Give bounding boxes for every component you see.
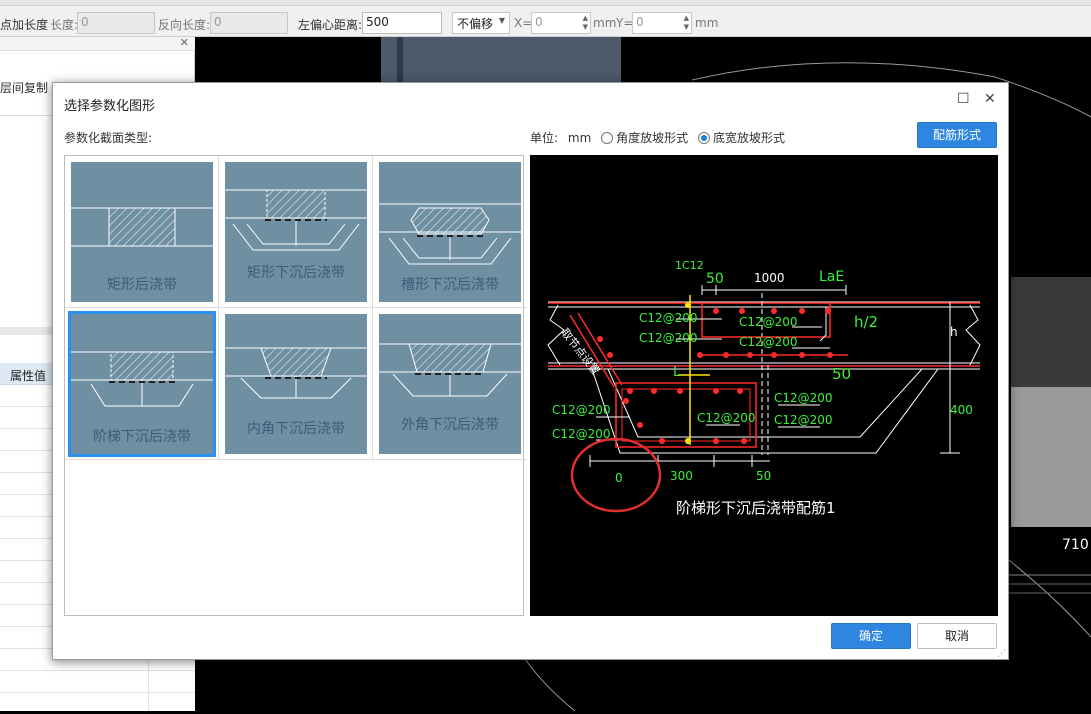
- bar-top-label: 1C12: [675, 259, 704, 272]
- shape-cell-outer-corner-sunken[interactable]: 外角下沉后浇带: [373, 308, 527, 460]
- lae-label: LaE: [819, 269, 845, 285]
- trough-sunken-band-icon: [379, 203, 521, 265]
- radio-bottom-width-slope[interactable]: [697, 132, 710, 144]
- shape-label: 外角下沉后浇带: [401, 417, 499, 433]
- dialog-title: 选择参数化图形: [64, 99, 156, 114]
- x-value: 0: [535, 15, 543, 29]
- preview-caption: 阶梯形下沉后浇带配筋1: [676, 499, 836, 517]
- length-label: 长度:: [50, 18, 79, 32]
- dropdown-arrow-icon: ▼: [498, 16, 505, 25]
- offset-input[interactable]: 500: [362, 12, 442, 34]
- l-mark-label: L: [673, 365, 681, 380]
- rebar-spec-label: C12@200: [552, 427, 611, 441]
- radio-width-label[interactable]: 底宽放坡形式: [712, 131, 785, 145]
- x-unit-label: mm: [593, 16, 617, 30]
- rebar-spec-label: C12@200: [739, 315, 798, 329]
- rebar-spec-label: C12@200: [739, 335, 798, 349]
- dim-1000-label: 1000: [754, 271, 785, 285]
- maximize-icon[interactable]: ☐: [957, 91, 970, 107]
- rebar-preview-drawing: [547, 285, 981, 513]
- ribbon-tab-strip: [0, 0, 1091, 6]
- y-label: Y=: [616, 16, 634, 30]
- unit-label: 单位:: [530, 131, 559, 145]
- shape-cell-trough-sunken[interactable]: 槽形下沉后浇带: [373, 156, 527, 308]
- inner-corner-sunken-band-icon: [225, 347, 367, 399]
- offset-label: 左偏心距离:: [298, 18, 363, 32]
- shape-thumb[interactable]: 外角下沉后浇带: [379, 314, 521, 454]
- y-unit-label: mm: [695, 16, 719, 30]
- cancel-button[interactable]: 取消: [917, 623, 997, 649]
- rebar-spec-label: C12@200: [639, 331, 698, 345]
- shape-cell-inner-corner-sunken[interactable]: 内角下沉后浇带: [219, 308, 373, 460]
- dim-50-label: 50: [756, 469, 772, 483]
- copy-between-floors-label[interactable]: 层间复制: [0, 81, 49, 95]
- shape-label: 槽形下沉后浇带: [401, 277, 499, 293]
- spinner-icon[interactable]: ▲▼: [582, 14, 588, 31]
- unit-value: mm: [567, 131, 592, 145]
- close-icon[interactable]: ✕: [179, 36, 189, 49]
- rect-sunken-band-icon: [225, 189, 367, 251]
- shape-cell-stepped-sunken[interactable]: 阶梯下沉后浇带: [65, 308, 219, 460]
- rebar-spec-label: C12@200: [639, 311, 698, 325]
- dim-50-label: 50: [706, 271, 724, 287]
- radio-angle-label[interactable]: 角度放坡形式: [616, 131, 689, 145]
- dim-300-label: 300: [670, 469, 693, 483]
- shape-cell-rect-sunken[interactable]: 矩形下沉后浇带: [219, 156, 373, 308]
- panel-header: ✕: [0, 36, 195, 51]
- shape-thumb[interactable]: 矩形后浇带: [71, 162, 213, 302]
- y-input[interactable]: 0 ▲▼: [632, 12, 692, 34]
- property-value-header: 属性值: [10, 369, 47, 383]
- dimension-number: 710: [1062, 537, 1089, 553]
- radio-angle-slope[interactable]: [601, 132, 614, 144]
- x-input[interactable]: 0 ▲▼: [531, 12, 591, 34]
- shape-thumb[interactable]: 矩形下沉后浇带: [225, 162, 367, 302]
- rebar-spec-label: C12@200: [774, 413, 833, 427]
- shape-label: 内角下沉后浇带: [247, 421, 345, 437]
- close-icon[interactable]: ✕: [984, 91, 996, 107]
- ok-button[interactable]: 确定: [831, 623, 911, 649]
- rebar-spec-label: C12@200: [697, 411, 756, 425]
- offset-mode-select[interactable]: 不偏移 ▼: [452, 12, 510, 34]
- top-toolbar: 点加长度 长度: 0 反向长度: 0 左偏心距离: 500 不偏移 ▼ X= 0…: [0, 0, 1091, 37]
- length-input[interactable]: 0: [77, 12, 155, 34]
- rebar-spec-label: C12@200: [552, 403, 611, 417]
- reverse-length-label: 反向长度:: [158, 18, 211, 32]
- outer-corner-sunken-band-icon: [379, 343, 521, 397]
- shape-thumb[interactable]: 槽形下沉后浇带: [379, 162, 521, 302]
- offset-mode-value: 不偏移: [457, 17, 494, 31]
- shape-thumb[interactable]: 内角下沉后浇带: [225, 314, 367, 454]
- reverse-length-input[interactable]: 0: [210, 12, 288, 34]
- h-label: h: [950, 325, 958, 339]
- rebar-form-button[interactable]: 配筋形式: [917, 122, 997, 148]
- cad-drawing: [381, 37, 1091, 712]
- rebar-spec-label: C12@200: [774, 391, 833, 405]
- shape-label: 矩形后浇带: [107, 277, 177, 293]
- stepped-sunken-band-icon: [71, 351, 213, 407]
- shape-label: 矩形下沉后浇带: [247, 265, 345, 281]
- unit-row: 单位: mm 角度放坡形式 底宽放坡形式: [530, 129, 785, 146]
- dim-400-label: 400: [950, 403, 973, 417]
- shape-thumb-selected[interactable]: 阶梯下沉后浇带: [68, 311, 216, 457]
- section-type-label: 参数化截面类型:: [64, 131, 153, 145]
- add-length-label: 点加长度: [0, 18, 49, 32]
- spinner-icon[interactable]: ▲▼: [683, 14, 689, 31]
- rect-band-icon: [71, 207, 213, 247]
- rebar-preview: 1C12 50 1000 LaE h/2 h C12@200 C12@200 C…: [530, 155, 998, 616]
- shape-grid: 矩形后浇带 矩形下沉后浇带: [64, 155, 527, 616]
- y-value: 0: [636, 15, 644, 29]
- select-shape-dialog: 选择参数化图形 ☐ ✕ 参数化截面类型: 矩形后浇带: [52, 82, 1009, 660]
- x-label: X=: [514, 16, 533, 30]
- dim-50-label: 50: [832, 365, 852, 383]
- shape-cell-rect[interactable]: 矩形后浇带: [65, 156, 219, 308]
- h-half-label: h/2: [854, 313, 879, 331]
- shape-label: 阶梯下沉后浇带: [93, 429, 191, 445]
- resize-grip-icon[interactable]: ⋰: [997, 649, 1006, 659]
- dim-0-label: 0: [615, 471, 623, 485]
